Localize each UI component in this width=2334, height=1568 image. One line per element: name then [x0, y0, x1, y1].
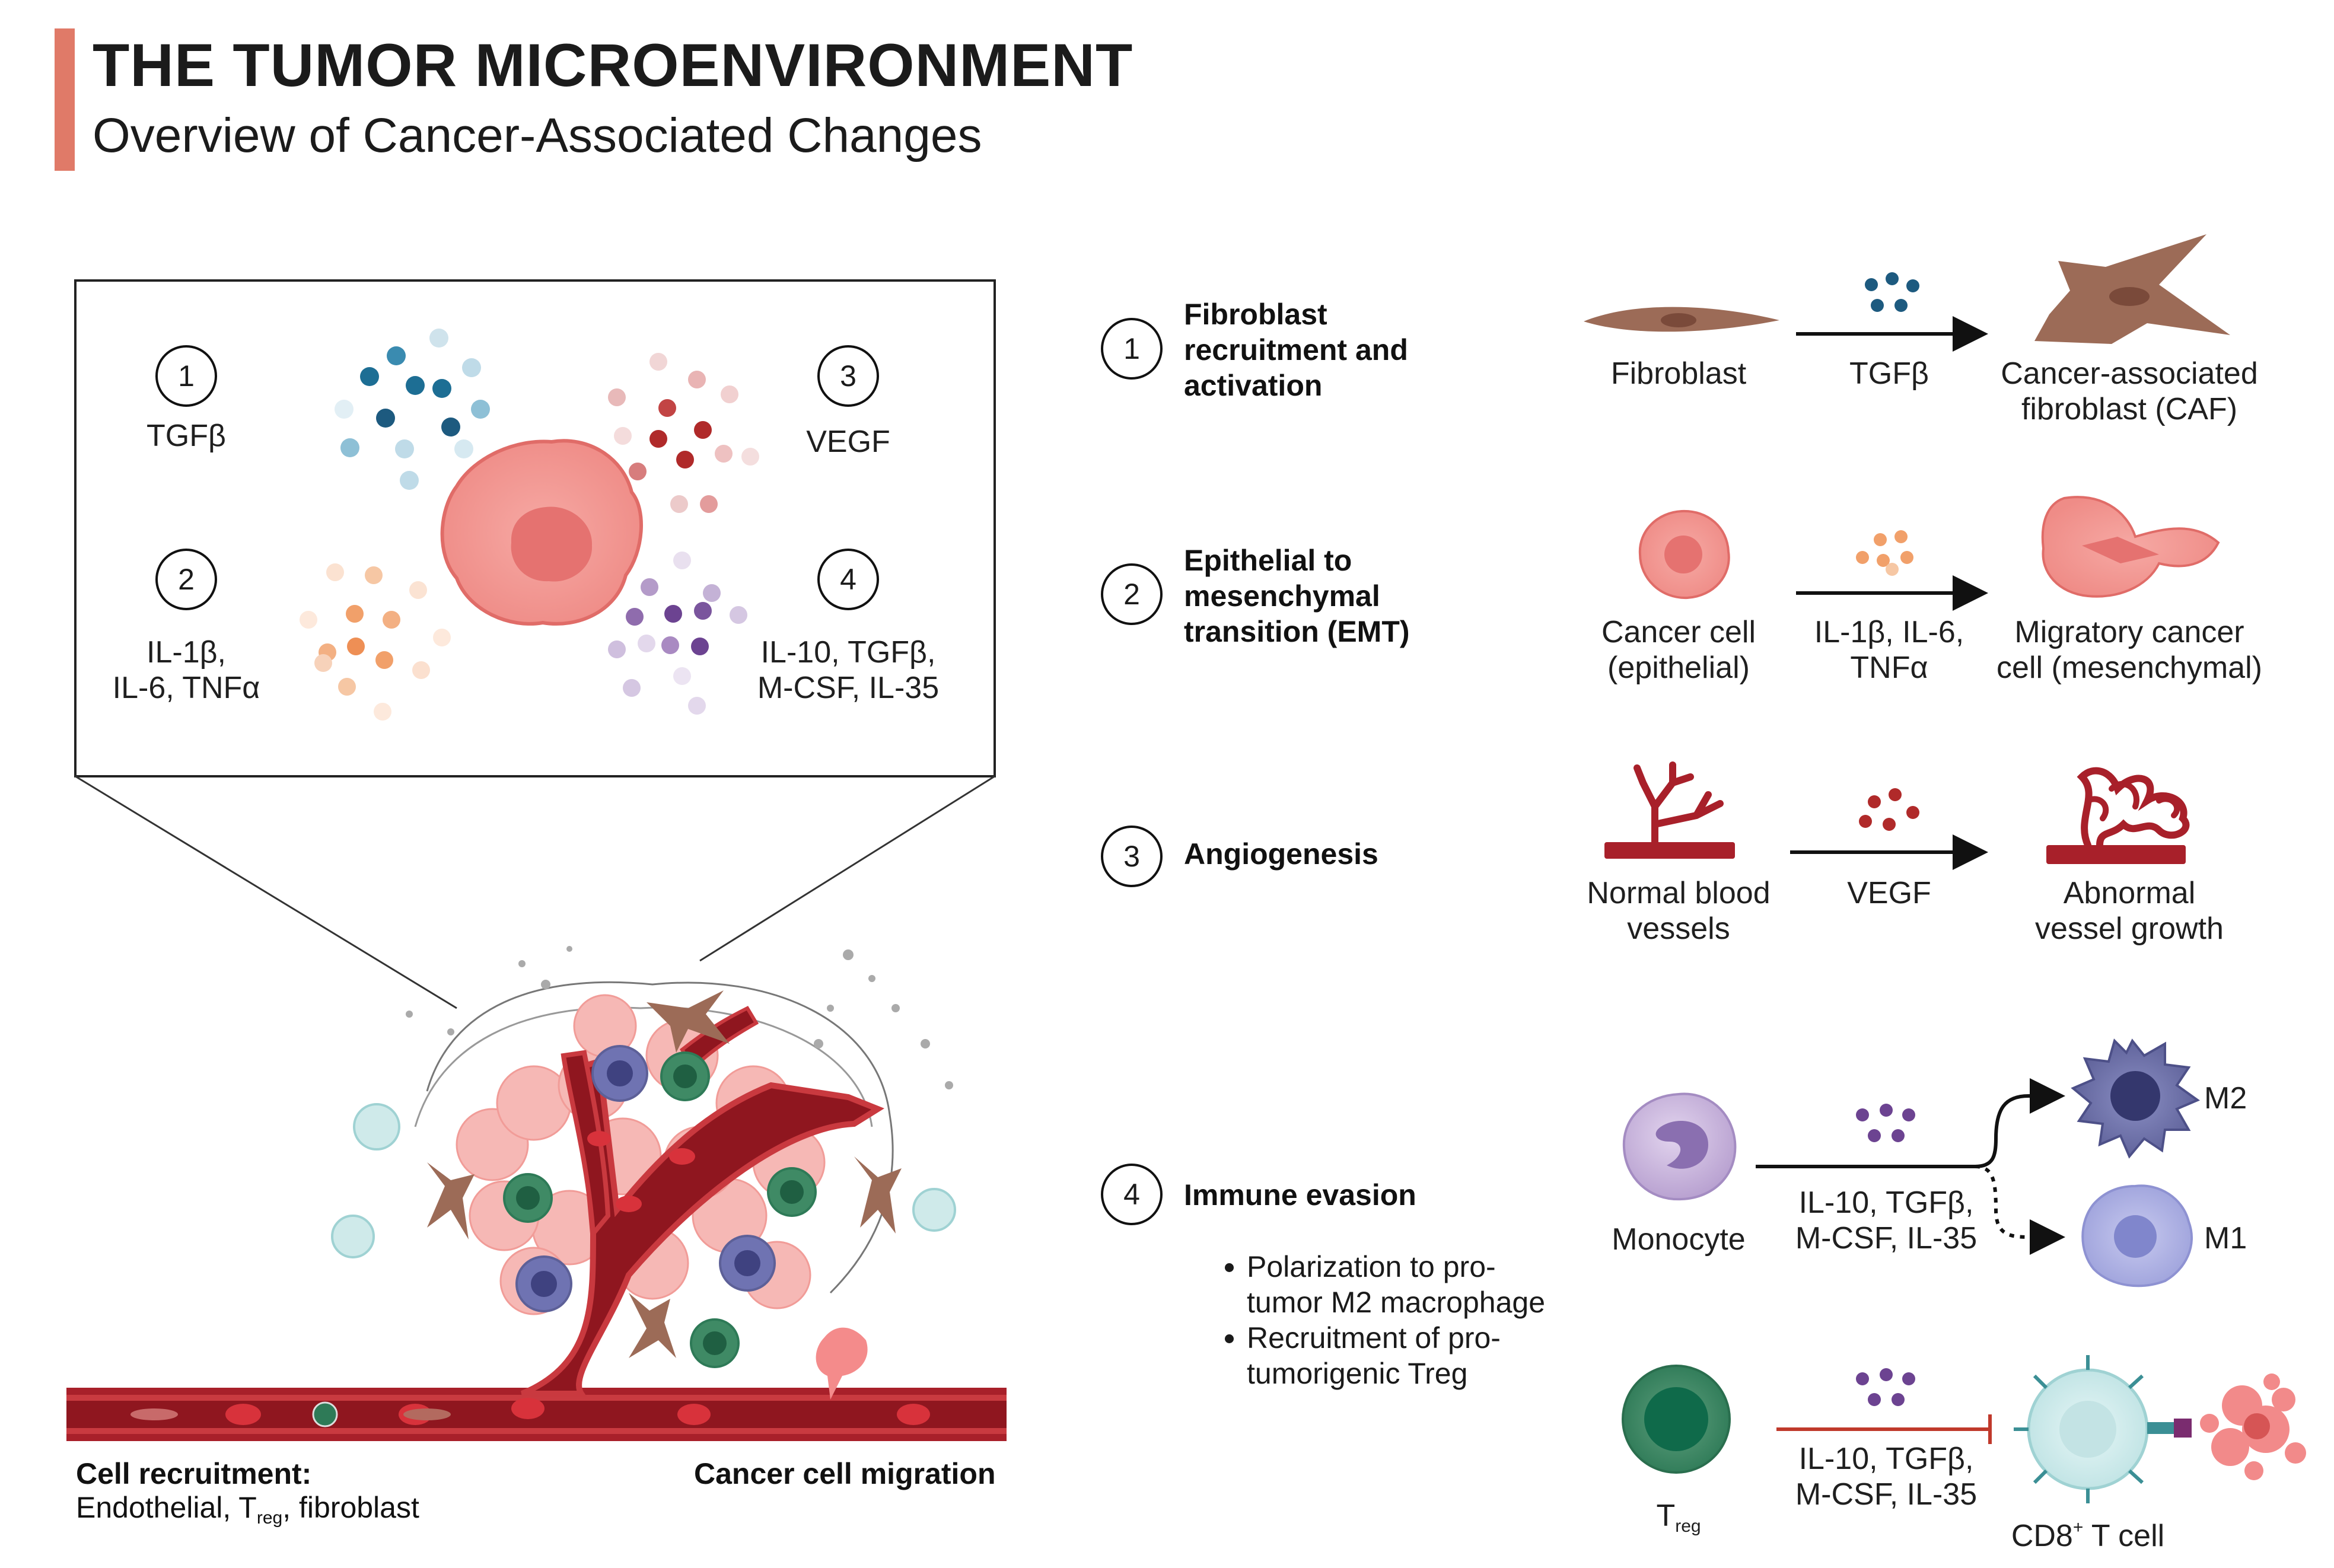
cd8-tcell-label: CD8+ T cell — [2011, 1518, 2165, 1553]
inset-number-4: 4 — [817, 549, 879, 610]
inhibition-line — [1776, 1414, 1992, 1444]
inset-cancer-cell — [440, 439, 643, 626]
caf-label: Cancer-associated fibroblast (CAF) — [2001, 356, 2258, 426]
treg-graphic — [1622, 1365, 1731, 1474]
epithelial-cancer-cell-label: Cancer cell (epithelial) — [1601, 615, 1756, 685]
title-accent-bar — [55, 28, 75, 171]
process-title-4: Immune evasion — [1184, 1178, 1416, 1212]
inset-il1b-dots — [300, 563, 451, 721]
cancer-cell-migration-caption: Cancer cell migration — [694, 1457, 996, 1490]
epithelial-cancer-cell — [1638, 509, 1730, 600]
inset-label-il10-line1: IL-10, TGFβ, — [760, 635, 936, 670]
migratory-cancer-cell — [2041, 496, 2220, 598]
m2-label: M2 — [2204, 1081, 2247, 1116]
process-number-3: 3 — [1101, 826, 1163, 887]
process-number-2: 2 — [1101, 563, 1163, 625]
process-number-4: 4 — [1101, 1164, 1163, 1225]
m1-macrophage-graphic — [2081, 1184, 2193, 1287]
cd8-tcell-graphic — [2014, 1355, 2192, 1503]
inset-number-1: 1 — [155, 345, 217, 407]
bullet-recruitment: Recruitment of pro-tumorigenic Treg — [1247, 1320, 1545, 1391]
arrow-to-m2 — [1756, 1078, 2065, 1168]
bullet-polarization: Polarization to pro-tumor M2 macrophage — [1247, 1249, 1545, 1320]
process-title-2: Epithelial to mesenchymal transition (EM… — [1184, 544, 1410, 648]
inset-box — [74, 279, 996, 777]
cell-recruitment-caption-title: Cell recruitment: — [76, 1457, 312, 1490]
caf-graphic — [2034, 234, 2230, 344]
arrow-to-m1 — [1975, 1165, 2065, 1255]
normal-vessel-graphic — [1604, 761, 1735, 859]
il10-label-4a: IL-10, TGFβ, M-CSF, IL-35 — [1795, 1185, 1978, 1255]
m2-macrophage-graphic — [2071, 1038, 2201, 1159]
monocyte-graphic — [1622, 1092, 1737, 1201]
inset-vegf-dots — [608, 353, 759, 513]
zoom-line-left — [75, 775, 457, 1009]
page-subtitle: Overview of Cancer-Associated Changes — [93, 109, 982, 162]
normal-vessel-label: Normal blood vessels — [1587, 876, 1771, 946]
fibroblast-label: Fibroblast — [1610, 356, 1747, 391]
inset-label-il1b-line2: IL-6, TNFα — [112, 671, 260, 705]
il10-dots-4a — [1856, 1104, 1915, 1142]
abnormal-vessel-label: Abnormal vessel growth — [2035, 876, 2224, 946]
dying-cancer-cell-graphic — [2200, 1373, 2306, 1480]
il10-label-4b: IL-10, TGFβ, M-CSF, IL-35 — [1795, 1442, 1978, 1512]
fibroblast-graphic — [1584, 307, 1779, 332]
zoom-line-right — [699, 775, 995, 962]
inset-label-tgfb: TGFβ — [147, 419, 226, 453]
m1-label: M1 — [2204, 1221, 2247, 1255]
inset-il10-dots — [608, 552, 747, 715]
inset-tgfb-dots — [335, 329, 490, 490]
il10-dots-4b — [1856, 1368, 1915, 1406]
vegf-label-3: VEGF — [1847, 876, 1931, 910]
migratory-cancer-cell-label: Migratory cancer cell (mesenchymal) — [1997, 615, 2262, 685]
abnormal-vessel-graphic — [2046, 767, 2190, 864]
vegf-dots-3 — [1859, 788, 1919, 831]
process-title-1: Fibroblast recruitment and activation — [1184, 298, 1408, 402]
inset-number-3: 3 — [817, 345, 879, 407]
process-number-1: 1 — [1101, 318, 1163, 380]
tgfb-dots-1 — [1865, 272, 1919, 312]
tumor-scene — [66, 946, 1007, 1441]
page-title: THE TUMOR MICROENVIRONMENT — [93, 31, 1133, 99]
inset-label-il1b-line1: IL-1β, — [147, 635, 226, 670]
monocyte-label: Monocyte — [1612, 1222, 1746, 1257]
tgfb-label-1: TGFβ — [1849, 356, 1929, 391]
inset-label-il10-line2: M-CSF, IL-35 — [757, 671, 940, 705]
inset-label-vegf: VEGF — [806, 425, 890, 459]
inset-number-2: 2 — [155, 549, 217, 610]
process-title-3: Angiogenesis — [1184, 837, 1378, 871]
treg-label: Treg — [1656, 1499, 1701, 1536]
cell-recruitment-caption-body: Endothelial, Treg, fibroblast — [76, 1491, 419, 1528]
il1b-dots-2 — [1856, 530, 1913, 576]
immune-evasion-bullets: Polarization to pro-tumor M2 macrophage … — [1214, 1249, 1545, 1391]
il1b-label-2: IL-1β, IL-6, TNFα — [1814, 615, 1964, 685]
